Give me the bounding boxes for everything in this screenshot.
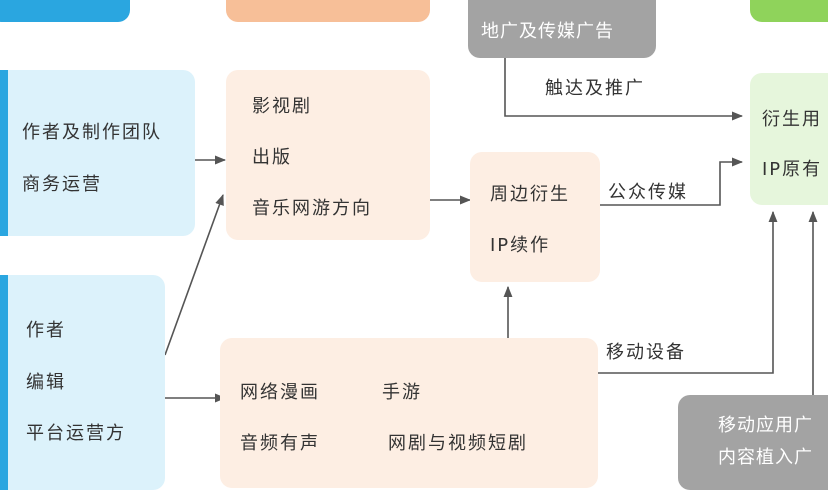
creators-line2: 编辑 xyxy=(26,372,66,393)
peach-header-tab xyxy=(226,0,430,22)
adaptation-line3: 音乐网游方向 xyxy=(252,198,372,219)
right-green-line1: 衍生用 xyxy=(762,109,822,130)
author-team-accent xyxy=(0,70,8,236)
green-header-tab xyxy=(750,0,828,22)
mobile-app-ads-line1: 移动应用广 xyxy=(718,415,813,436)
media-r2c1: 音频有声 xyxy=(240,433,320,454)
media-r1c1: 网络漫画 xyxy=(240,382,320,403)
media-content-box: 网络漫画 手游 音频有声 网剧与视频短剧 xyxy=(220,338,598,488)
derivatives-box: 周边衍生 IP续作 xyxy=(470,152,600,282)
reach-promote-label: 触达及推广 xyxy=(545,78,645,99)
ground-ads-text: 地广及传媒广告 xyxy=(481,21,614,42)
mobile-app-ads-box: 移动应用广 内容植入广 xyxy=(678,395,828,490)
author-team-box: 作者及制作团队 商务运营 xyxy=(0,70,195,236)
public-media-label: 公众传媒 xyxy=(608,182,688,203)
adaptation-box: 影视剧 出版 音乐网游方向 xyxy=(226,70,430,240)
creators-line1: 作者 xyxy=(26,320,66,341)
arrow-ground-ads-to-right xyxy=(504,58,744,121)
adaptation-line1: 影视剧 xyxy=(252,96,312,117)
right-green-box: 衍生用 IP原有 xyxy=(750,73,828,205)
media-r1c2: 手游 xyxy=(382,382,422,403)
author-team-line1: 作者及制作团队 xyxy=(22,122,162,143)
adaptation-line2: 出版 xyxy=(252,147,292,168)
derivatives-line1: 周边衍生 xyxy=(490,184,570,205)
mobile-app-ads-line2: 内容植入广 xyxy=(718,447,813,468)
arrow-creators-to-adaptation xyxy=(164,193,224,356)
author-team-line2: 商务运营 xyxy=(22,174,102,195)
arrow-derivatives-to-right xyxy=(600,157,744,206)
mobile-device-label: 移动设备 xyxy=(606,342,686,363)
right-green-line2: IP原有 xyxy=(762,159,823,180)
arrow-media-to-right xyxy=(598,210,778,374)
flow-arrows xyxy=(164,58,818,403)
creators-accent xyxy=(0,275,8,490)
blue-header-tab xyxy=(0,0,130,22)
ground-ads-box: 地广及传媒广告 xyxy=(468,0,656,58)
creators-line3: 平台运营方 xyxy=(26,423,126,444)
media-r2c2: 网剧与视频短剧 xyxy=(388,433,528,454)
creators-box: 作者 编辑 平台运营方 xyxy=(0,275,165,490)
derivatives-line2: IP续作 xyxy=(490,235,551,256)
